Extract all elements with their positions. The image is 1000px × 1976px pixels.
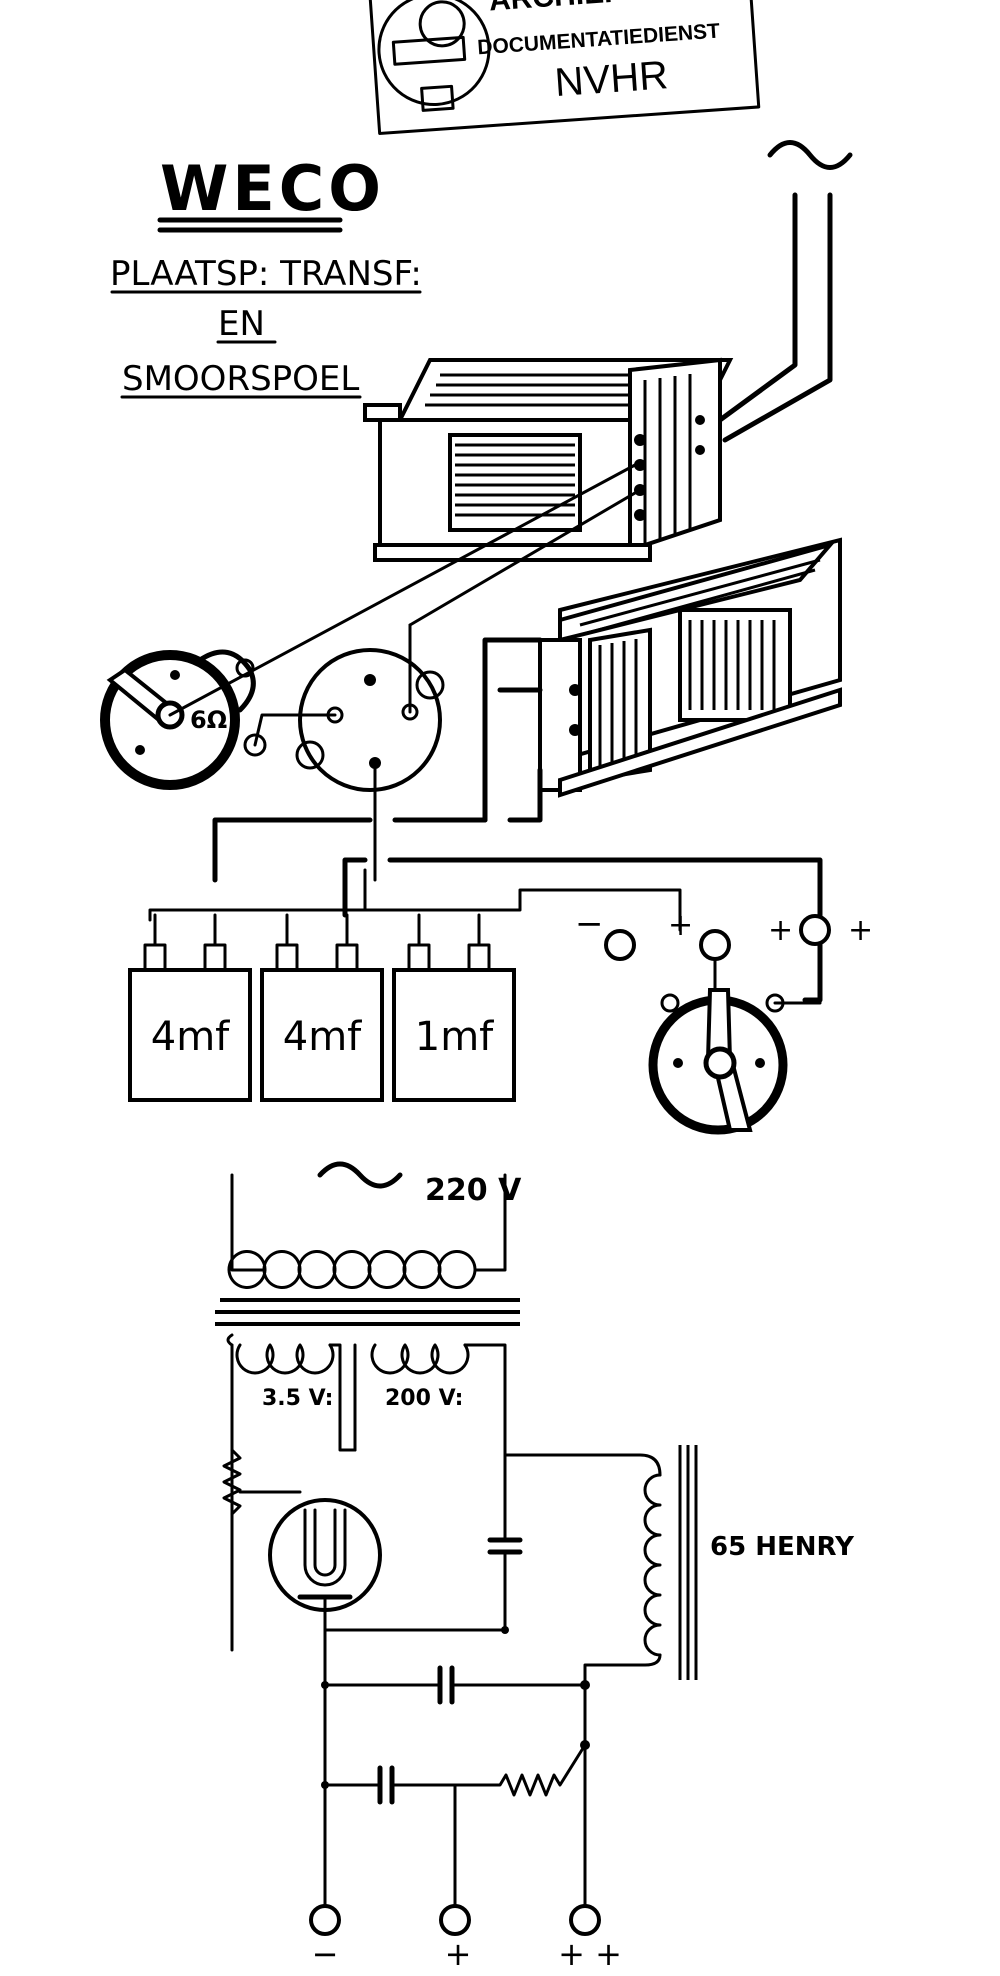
condenser-1: 4mf (128, 913, 252, 1102)
terminal-plus-2 (799, 914, 831, 946)
schematic-mains-label: 220 V (425, 1173, 522, 1208)
valve-socket (295, 648, 445, 792)
out-terminal-plusplus (569, 1904, 601, 1936)
terminal-plus2-label: + (768, 913, 793, 948)
title-line1: PLAATSP: TRANSF: (110, 254, 422, 294)
stamp-line3: NVHR (553, 53, 669, 105)
out-terminal-minus (309, 1904, 341, 1936)
condenser-1-label: 4mf (151, 1014, 230, 1060)
condenser-3: 1mf (392, 913, 516, 1102)
title-line2: EN (218, 304, 265, 344)
stamp-logo-icon (377, 0, 491, 112)
schematic-ac-wave-icon (317, 1161, 403, 1189)
out-plusplus-label: + + (558, 1935, 622, 1973)
output-switch (648, 988, 788, 1135)
title-line3: SMOORSPOEL (122, 359, 359, 399)
title-block: WECO PLAATSP: TRANSF: EN SMOORSPOEL (110, 152, 422, 399)
terminal-minus-label: − (575, 904, 604, 944)
terminal-plus1-label: + (668, 908, 693, 943)
archive-stamp: ARCHIEF DOCUMENTATIEDIENST NVHR (367, 0, 761, 135)
rheostat-6-ohm: 6Ω (100, 649, 267, 790)
winding-plate-label: 200 V: (385, 1386, 463, 1411)
terminal-minus (604, 929, 636, 961)
choke-label: 65 HENRY (710, 1532, 855, 1562)
schematic: 220 V 3.5 V: 200 V: (215, 1161, 855, 1973)
output-terminals: − + + + (575, 904, 873, 1135)
terminal-plus3-label: + (848, 913, 873, 948)
wiring-upper (168, 463, 642, 882)
condenser-2: 4mf (260, 913, 384, 1102)
ac-wave-icon (767, 140, 853, 170)
stamp-border (367, 0, 761, 135)
stamp-line2: DOCUMENTATIEDIENST (477, 19, 721, 59)
winding-filament-label: 3.5 V: (262, 1386, 333, 1411)
out-plus-label: + (445, 1935, 472, 1973)
ac-input (717, 140, 853, 443)
title-brand: WECO (160, 152, 385, 225)
condenser-2-label: 4mf (283, 1014, 362, 1060)
condenser-bank: 4mf 4mf 1mf (128, 913, 516, 1102)
rheostat-label: 6Ω (190, 706, 227, 734)
out-terminal-plus (439, 1904, 471, 1936)
out-minus-label: − (312, 1935, 339, 1973)
plate-transformer (363, 357, 734, 562)
terminal-plus-1 (699, 929, 731, 961)
stamp-line1: ARCHIEF (488, 0, 623, 17)
smoothing-choke (538, 537, 842, 798)
condenser-3-label: 1mf (415, 1014, 494, 1060)
